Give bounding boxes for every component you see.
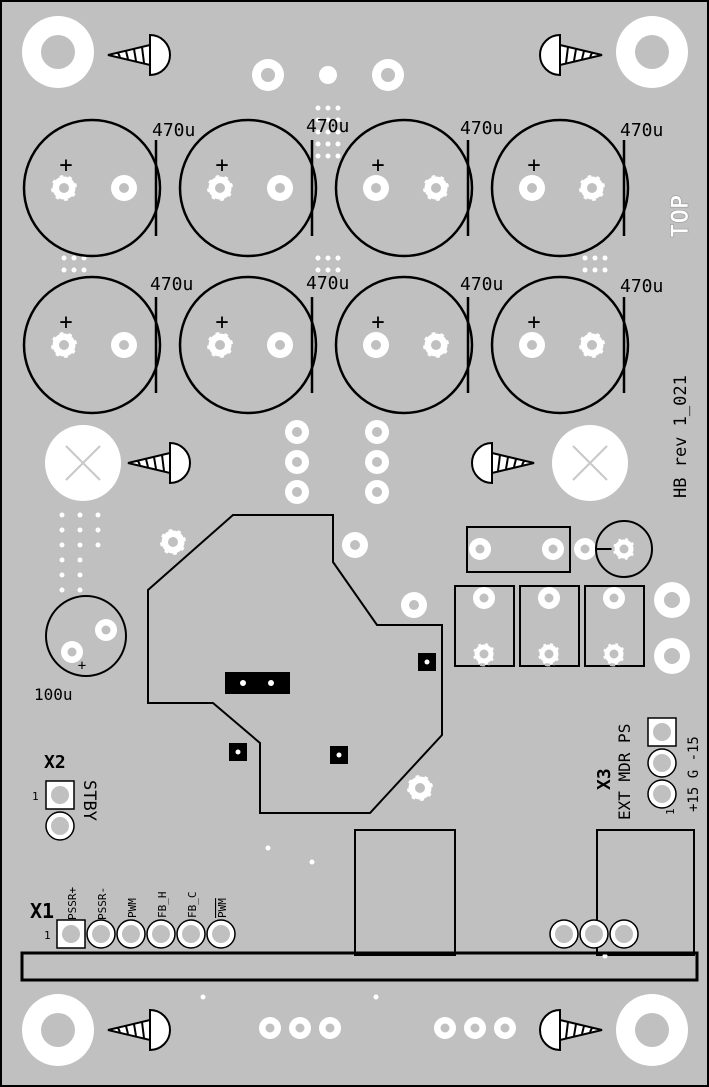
cap-value-label: 470u <box>152 120 195 141</box>
pad-column <box>285 420 309 504</box>
module-outline <box>596 829 695 956</box>
screw-icon <box>107 1008 171 1052</box>
cap-plus: + <box>215 310 228 335</box>
capacitor-470u: + 470u <box>490 118 663 258</box>
x1-pin-label: PWM <box>216 898 229 918</box>
x1-label: X1 <box>30 899 54 923</box>
x3-pins-label: +15 G -15 <box>686 736 702 812</box>
capacitor-470u: + 470u <box>22 118 195 258</box>
cap-value-label: 470u <box>620 120 663 141</box>
capacitor-470u: + 470u <box>334 274 503 415</box>
resistor-footprint <box>519 585 580 667</box>
screw-icon <box>127 441 191 485</box>
cap-value-label: 470u <box>306 116 349 137</box>
smd-pad <box>229 743 247 761</box>
x3-connector <box>647 717 677 809</box>
via-cluster <box>61 255 608 273</box>
capacitor-100u: + 100u <box>34 595 127 704</box>
x1-pin-label: PSSR+ <box>66 887 79 920</box>
cap-plus: + <box>215 153 228 178</box>
x1-connector <box>56 919 236 949</box>
via-cluster <box>59 512 101 593</box>
cap-plus: + <box>78 658 86 674</box>
pad-row <box>259 1017 341 1039</box>
capacitor-470u: + 470u <box>490 275 663 415</box>
via <box>265 845 271 851</box>
cap-value-label: 470u <box>306 273 349 294</box>
pin-header <box>549 919 639 949</box>
via <box>200 994 206 1000</box>
mounting-marker <box>45 425 121 501</box>
cap-value-label: 470u <box>460 274 503 295</box>
pad-column <box>365 420 389 504</box>
pad <box>654 638 690 674</box>
cap-value-label: 470u <box>150 274 193 295</box>
x3-label: X3 <box>594 768 615 790</box>
top-label: TOP <box>666 195 694 238</box>
pad <box>405 773 435 803</box>
board-edge-outline <box>20 951 699 982</box>
resistor-footprint <box>466 526 571 573</box>
stby-label: STBY <box>79 780 99 821</box>
capacitor-470u: + 470u <box>178 273 349 415</box>
capacitor-470u: + 470u <box>334 118 503 258</box>
mounting-hole <box>616 994 688 1066</box>
pin1-label: 1 <box>664 808 677 815</box>
cap-plus: + <box>371 153 384 178</box>
smd-pad <box>330 746 348 764</box>
cap-plus: + <box>59 310 72 335</box>
pad <box>252 59 284 91</box>
via <box>319 66 337 84</box>
mounting-hole <box>22 994 94 1066</box>
x2-label: X2 <box>44 752 66 773</box>
module-outline <box>354 829 456 956</box>
resistor-footprint <box>584 585 645 667</box>
cap-value-label: 470u <box>620 276 663 297</box>
cap-plus: + <box>527 310 540 335</box>
resistor-footprint <box>454 585 515 667</box>
x1-pin-label: PWM <box>126 898 139 918</box>
x1-pin-label: FB_H <box>156 892 169 919</box>
mounting-hole <box>22 16 94 88</box>
cap-value-label: 470u <box>460 118 503 139</box>
capacitor-470u: + 470u <box>178 116 349 258</box>
small-capacitor <box>574 520 653 578</box>
pin1-label: 1 <box>44 929 51 942</box>
pad-row <box>434 1017 516 1039</box>
mounting-hole <box>616 16 688 88</box>
ext-mdr-ps-label: EXT MDR PS <box>615 724 634 820</box>
x1-pin-label: PSSR- <box>96 887 109 920</box>
pad <box>342 532 368 558</box>
via-cluster <box>315 105 341 159</box>
mounting-marker <box>552 425 628 501</box>
heatsink-outline <box>147 514 443 814</box>
x1-pin-labels: PSSR+ PSSR- PWM FB_H FB_C PWM <box>66 887 229 920</box>
smd-pad <box>418 653 436 671</box>
cap-plus: + <box>59 153 72 178</box>
screw-icon <box>539 33 603 77</box>
screw-icon <box>471 441 535 485</box>
revision-label: HB rev 1_021 <box>671 375 691 498</box>
screw-icon <box>539 1008 603 1052</box>
x1-pin-label: FB_C <box>186 892 199 919</box>
via <box>373 994 379 1000</box>
pad <box>401 592 427 618</box>
pin1-label: 1 <box>32 790 39 803</box>
cap-plus: + <box>371 310 384 335</box>
pad <box>372 59 404 91</box>
cap-plus: + <box>527 153 540 178</box>
pad <box>158 527 188 557</box>
capacitor-470u: + 470u <box>22 274 193 415</box>
x2-connector <box>45 780 75 841</box>
transistor-pad <box>225 672 290 694</box>
pad <box>654 582 690 618</box>
cap-value-label: 100u <box>34 685 73 704</box>
via <box>309 859 315 865</box>
via <box>602 953 608 959</box>
screw-icon <box>107 33 171 77</box>
